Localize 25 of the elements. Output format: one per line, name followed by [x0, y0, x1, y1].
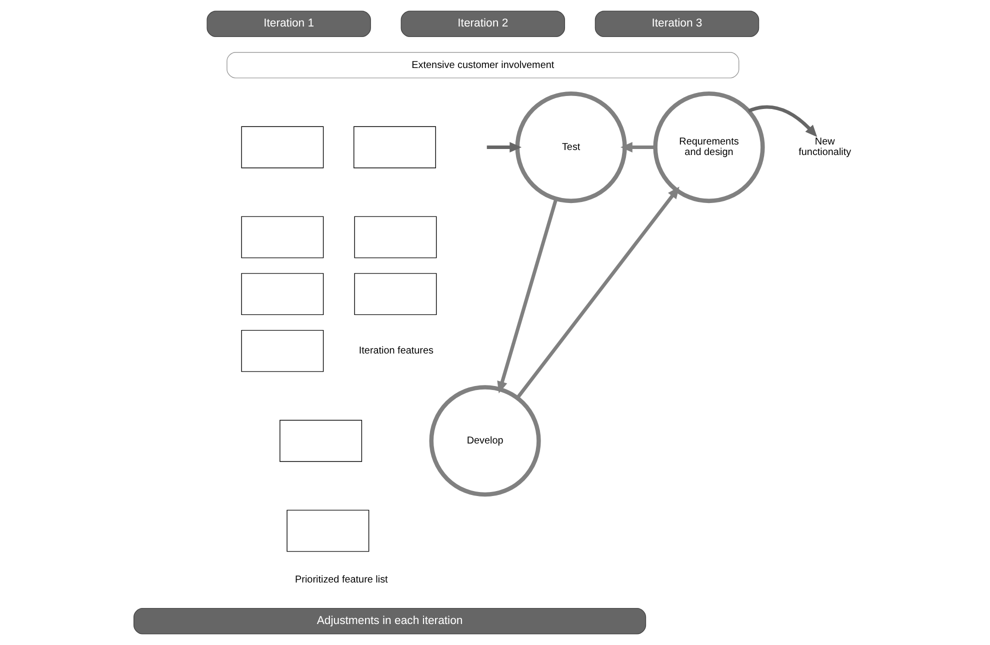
arrow — [516, 186, 680, 400]
node-circle: Develop — [429, 385, 541, 497]
arrow — [486, 142, 522, 152]
node-box — [286, 510, 370, 552]
node-box — [241, 126, 324, 168]
node-box: Iteration 1 — [206, 10, 371, 38]
node-box: Iteration 3 — [594, 10, 760, 38]
node-box: Adjustments in each iteration — [134, 608, 646, 634]
node-box — [354, 216, 437, 258]
node-box — [354, 273, 437, 316]
arrow — [620, 142, 656, 152]
node-box — [241, 330, 324, 372]
node-box: Extensive customer involvement — [226, 52, 740, 78]
label: Iteration features — [358, 346, 434, 357]
label: Prioritized feature list — [295, 574, 388, 586]
node-box — [280, 420, 362, 462]
node-text: New functionality — [798, 136, 852, 158]
node-circle: Test — [515, 91, 627, 204]
arrow — [497, 198, 558, 394]
node-box — [241, 273, 324, 316]
node-box: Iteration 2 — [400, 10, 566, 38]
arrow — [748, 105, 818, 137]
node-box — [241, 216, 324, 258]
node-circle: Requrements and design — [653, 91, 765, 204]
node-box — [354, 126, 436, 168]
